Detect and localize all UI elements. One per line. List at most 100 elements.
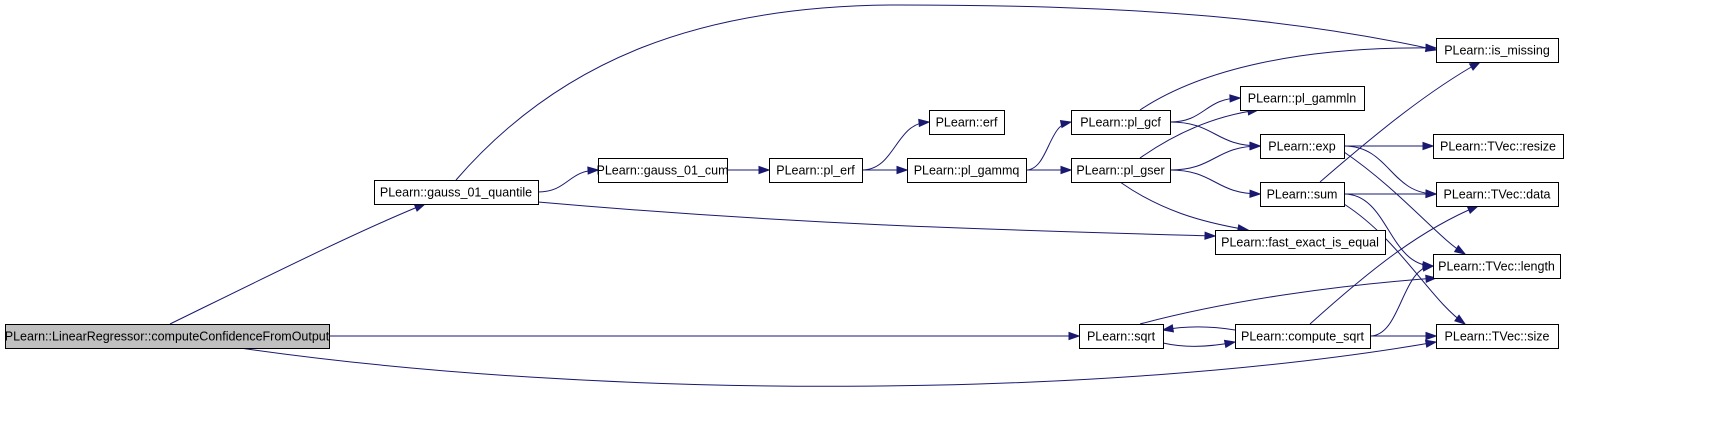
edge-arrowhead xyxy=(413,203,427,212)
edge-arrowhead xyxy=(1161,324,1175,333)
node-erf[interactable]: PLearn::erf xyxy=(929,110,1005,135)
edge-arrowhead xyxy=(587,166,600,175)
node-pl-gammln[interactable]: PLearn::pl_gammln xyxy=(1240,86,1365,111)
node-gauss-01-cum[interactable]: PLearn::gauss_01_cum xyxy=(596,158,729,183)
node-pl-gammq[interactable]: PLearn::pl_gammq xyxy=(907,158,1027,183)
edge-arrowhead xyxy=(1421,263,1435,272)
edge-exp-to-tvec_data xyxy=(1343,145,1437,195)
edge-compute_sqrt-to-tvec_length xyxy=(1369,265,1434,337)
edge-arrowhead xyxy=(1468,61,1482,71)
call-graph-nodes: PLearn::LinearRegressor::computeConfiden… xyxy=(5,38,1564,349)
node-box xyxy=(1240,86,1365,111)
node-compute-sqrt[interactable]: PLearn::compute_sqrt xyxy=(1235,324,1371,349)
edge-sum-to-tvec_size xyxy=(1343,203,1466,325)
edge-arrowhead xyxy=(758,165,771,175)
node-sum[interactable]: PLearn::sum xyxy=(1260,182,1345,207)
edge-pl_gser-to-fast_exact_is_equal xyxy=(1119,181,1249,231)
node-label: PLearn::pl_gammq xyxy=(914,164,1020,178)
node-box xyxy=(929,110,1005,135)
node-label: PLearn::pl_gcf xyxy=(1080,116,1161,130)
node-tvec-resize[interactable]: PLearn::TVec::resize xyxy=(1433,134,1564,159)
node-is-missing[interactable]: PLearn::is_missing xyxy=(1436,38,1559,63)
node-label: PLearn::TVec::length xyxy=(1438,260,1555,274)
edge-pl_gcf-to-exp xyxy=(1169,121,1261,147)
node-box xyxy=(1260,182,1345,207)
node-label: PLearn::pl_gammln xyxy=(1248,92,1356,106)
edge-arrowhead xyxy=(1060,165,1073,175)
node-gauss-01-quantile[interactable]: PLearn::gauss_01_quantile xyxy=(374,180,539,205)
node-box xyxy=(1436,324,1559,349)
edge-arrowhead xyxy=(1059,120,1073,129)
node-box xyxy=(769,158,863,183)
node-box xyxy=(598,158,728,183)
edge-arrowhead xyxy=(1424,339,1438,348)
node-box xyxy=(1215,230,1386,255)
call-graph-edges xyxy=(169,4,1482,387)
node-pl-erf[interactable]: PLearn::pl_erf xyxy=(769,158,863,183)
node-box xyxy=(1235,324,1371,349)
node-label: PLearn::gauss_01_quantile xyxy=(380,186,532,200)
edge-arrowhead xyxy=(1229,94,1242,103)
node-box xyxy=(1260,134,1345,159)
edge-arrowhead xyxy=(1453,244,1467,255)
node-label: PLearn::exp xyxy=(1268,140,1335,154)
edge-sqrt-to-tvec_length xyxy=(1139,277,1437,325)
edge-pl_gammq-to-pl_gcf xyxy=(1025,121,1072,171)
edge-gauss_01_quantile-to-is_missing xyxy=(455,4,1437,181)
edge-arrowhead xyxy=(1454,314,1467,325)
node-label: PLearn::TVec::size xyxy=(1445,330,1550,344)
edge-arrowhead xyxy=(918,118,931,128)
node-box xyxy=(1436,38,1559,63)
node-label: PLearn::sum xyxy=(1267,188,1338,202)
node-label: PLearn::sqrt xyxy=(1087,330,1156,344)
edge-arrowhead xyxy=(1466,205,1480,214)
node-tvec-size[interactable]: PLearn::TVec::size xyxy=(1436,324,1559,349)
edge-arrowhead xyxy=(1425,274,1438,283)
node-pl-gser[interactable]: PLearn::pl_gser xyxy=(1071,158,1171,183)
node-label: PLearn::compute_sqrt xyxy=(1241,330,1365,344)
node-label: PLearn::TVec::data xyxy=(1443,188,1550,202)
edge-pl_gser-to-exp xyxy=(1169,145,1261,171)
edge-gauss_01_quantile-to-fast_exact_is_equal xyxy=(537,201,1216,237)
node-box xyxy=(907,158,1027,183)
edge-pl_gser-to-sum xyxy=(1169,169,1261,195)
edge-root-to-gauss_01_quantile xyxy=(169,203,426,325)
node-label: PLearn::LinearRegressor::computeConfiden… xyxy=(5,330,330,344)
edge-exp-to-tvec_length xyxy=(1343,151,1466,255)
node-box xyxy=(1436,182,1559,207)
edge-sum-to-is_missing xyxy=(1319,61,1481,183)
node-root[interactable]: PLearn::LinearRegressor::computeConfiden… xyxy=(5,324,330,349)
node-box xyxy=(5,324,330,349)
edge-pl_gcf-to-is_missing xyxy=(1139,47,1437,111)
edge-sqrt-to-compute_sqrt xyxy=(1162,341,1236,347)
edge-arrowhead xyxy=(1249,142,1262,151)
node-label: PLearn::is_missing xyxy=(1444,44,1550,58)
node-box xyxy=(1071,110,1171,135)
node-label: PLearn::gauss_01_cum xyxy=(596,164,728,178)
edge-arrowhead xyxy=(1249,189,1262,198)
edge-arrowhead xyxy=(1204,231,1217,240)
node-box xyxy=(374,180,539,205)
node-label: PLearn::TVec::resize xyxy=(1440,140,1556,154)
node-tvec-data[interactable]: PLearn::TVec::data xyxy=(1436,182,1559,207)
node-label: PLearn::pl_erf xyxy=(776,164,855,178)
node-fast-exact-is-equal[interactable]: PLearn::fast_exact_is_equal xyxy=(1215,230,1386,255)
edge-compute_sqrt-to-tvec_data xyxy=(1309,205,1479,325)
node-label: PLearn::fast_exact_is_equal xyxy=(1221,236,1379,250)
node-pl-gcf[interactable]: PLearn::pl_gcf xyxy=(1071,110,1171,135)
edge-sum-to-tvec_length xyxy=(1343,193,1434,267)
edge-arrowhead xyxy=(1425,43,1438,53)
node-tvec-length[interactable]: PLearn::TVec::length xyxy=(1433,254,1561,279)
edge-compute_sqrt-to-sqrt xyxy=(1162,326,1236,331)
node-label: PLearn::erf xyxy=(936,116,998,130)
edge-arrowhead xyxy=(896,165,909,175)
node-label: PLearn::pl_gser xyxy=(1076,164,1164,178)
node-box xyxy=(1433,134,1564,159)
node-exp[interactable]: PLearn::exp xyxy=(1260,134,1345,159)
node-sqrt[interactable]: PLearn::sqrt xyxy=(1079,324,1164,349)
node-box xyxy=(1071,158,1171,183)
node-box xyxy=(1433,254,1561,279)
edge-pl_gcf-to-pl_gammln xyxy=(1169,97,1241,123)
edge-root-to-tvec_size xyxy=(239,341,1437,387)
